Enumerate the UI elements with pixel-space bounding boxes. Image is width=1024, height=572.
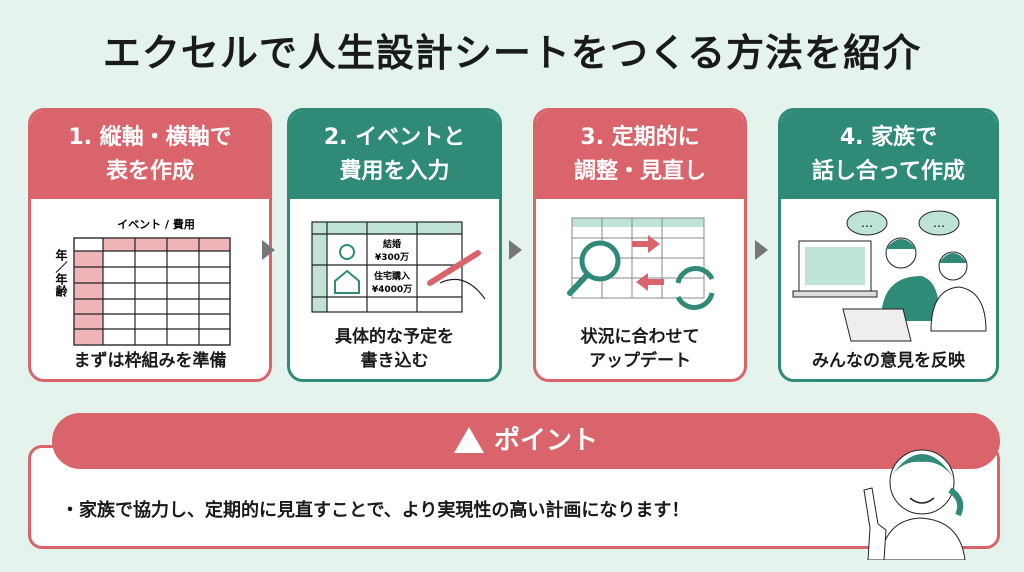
- row-axis-label: 年／年齢: [54, 248, 68, 298]
- step-card-1: 1. 縦軸・横軸で表を作成 イベント / 費用 年／年齢 まずは枠組みを準備: [28, 108, 272, 382]
- step-3-header: 3. 定期的に調整・見直し: [536, 111, 744, 199]
- svg-text:住宅購入: 住宅購入: [374, 270, 410, 282]
- page-title: エクセルで人生設計シートをつくる方法を紹介: [102, 31, 922, 75]
- step-1-title: 1. 縦軸・横軸で: [68, 125, 232, 150]
- step-3-title-2: 調整・見直し: [573, 159, 706, 184]
- filled-table-illustration: 結婚 ¥300万 住宅購入 ¥4000万: [311, 221, 486, 313]
- family-discussion-illustration: … …: [792, 210, 987, 342]
- step-card-3: 3. 定期的に調整・見直し 状況に合わせてアップデート: [533, 108, 747, 382]
- pointing-hand-icon: [863, 487, 887, 560]
- svg-text:結婚: 結婚: [383, 238, 401, 250]
- arrow-right-icon: [509, 240, 522, 260]
- arrow-right-icon: [755, 240, 768, 260]
- point-heading: ポイント: [52, 413, 1000, 469]
- warning-icon: [453, 427, 484, 453]
- arrow-left-red-icon: [636, 273, 664, 291]
- step-1-header: 1. 縦軸・横軸で表を作成: [31, 111, 269, 199]
- svg-text:…: …: [861, 216, 873, 230]
- speech-bubble-icon: [918, 210, 960, 236]
- review-illustration: [567, 217, 715, 310]
- step-card-2: 2. イベントと費用を入力 結婚 ¥300万 住宅購入 ¥4000万 具体的な予…: [287, 108, 502, 382]
- svg-text:¥4000万: ¥4000万: [372, 284, 412, 295]
- step-4-header: 4. 家族で話し合って作成: [781, 111, 996, 199]
- step-2-title: 2. イベントと: [323, 125, 466, 150]
- column-axis-label: イベント / 費用: [117, 217, 195, 231]
- step-4-caption: みんなの意見を反映: [812, 351, 965, 371]
- step-1-title-2: 表を作成: [105, 159, 194, 184]
- svg-text:…: …: [933, 216, 945, 230]
- magnifier-icon: [579, 240, 621, 282]
- empty-table-illustration: イベント / 費用 年／年齢: [54, 217, 231, 346]
- step-2-header: 2. イベントと費用を入力: [290, 111, 499, 199]
- arrow-right-icon: [262, 240, 275, 260]
- step-3-title: 3. 定期的に: [580, 125, 700, 150]
- step-3-caption: 状況に合わせてアップデート: [580, 327, 700, 371]
- ring-icon: [339, 244, 355, 260]
- step-4-title-2: 話し合って作成: [812, 159, 965, 184]
- step-2-title-2: 費用を入力: [339, 159, 450, 184]
- speech-bubble-icon: [846, 210, 888, 236]
- hand-icon: [439, 278, 486, 300]
- step-4-title: 4. 家族で: [839, 125, 938, 150]
- laptop-icon: [842, 308, 912, 342]
- svg-text:¥300万: ¥300万: [375, 252, 409, 263]
- pointing-woman-illustration: [863, 449, 966, 560]
- pen-icon: [427, 250, 481, 286]
- house-icon: [334, 269, 360, 294]
- step-2-caption: 具体的な予定を書き込む: [335, 327, 454, 371]
- step-card-4: 4. 家族で話し合って作成 … … みんなの意見を反映: [778, 108, 999, 382]
- step-1-caption: まずは枠組みを準備: [73, 351, 227, 371]
- refresh-icon: [675, 266, 715, 310]
- point-text: ・家族で協力し、定期的に見直すことで、より実現性の高い計画になります！: [61, 500, 690, 521]
- arrow-right-red-icon: [632, 235, 660, 253]
